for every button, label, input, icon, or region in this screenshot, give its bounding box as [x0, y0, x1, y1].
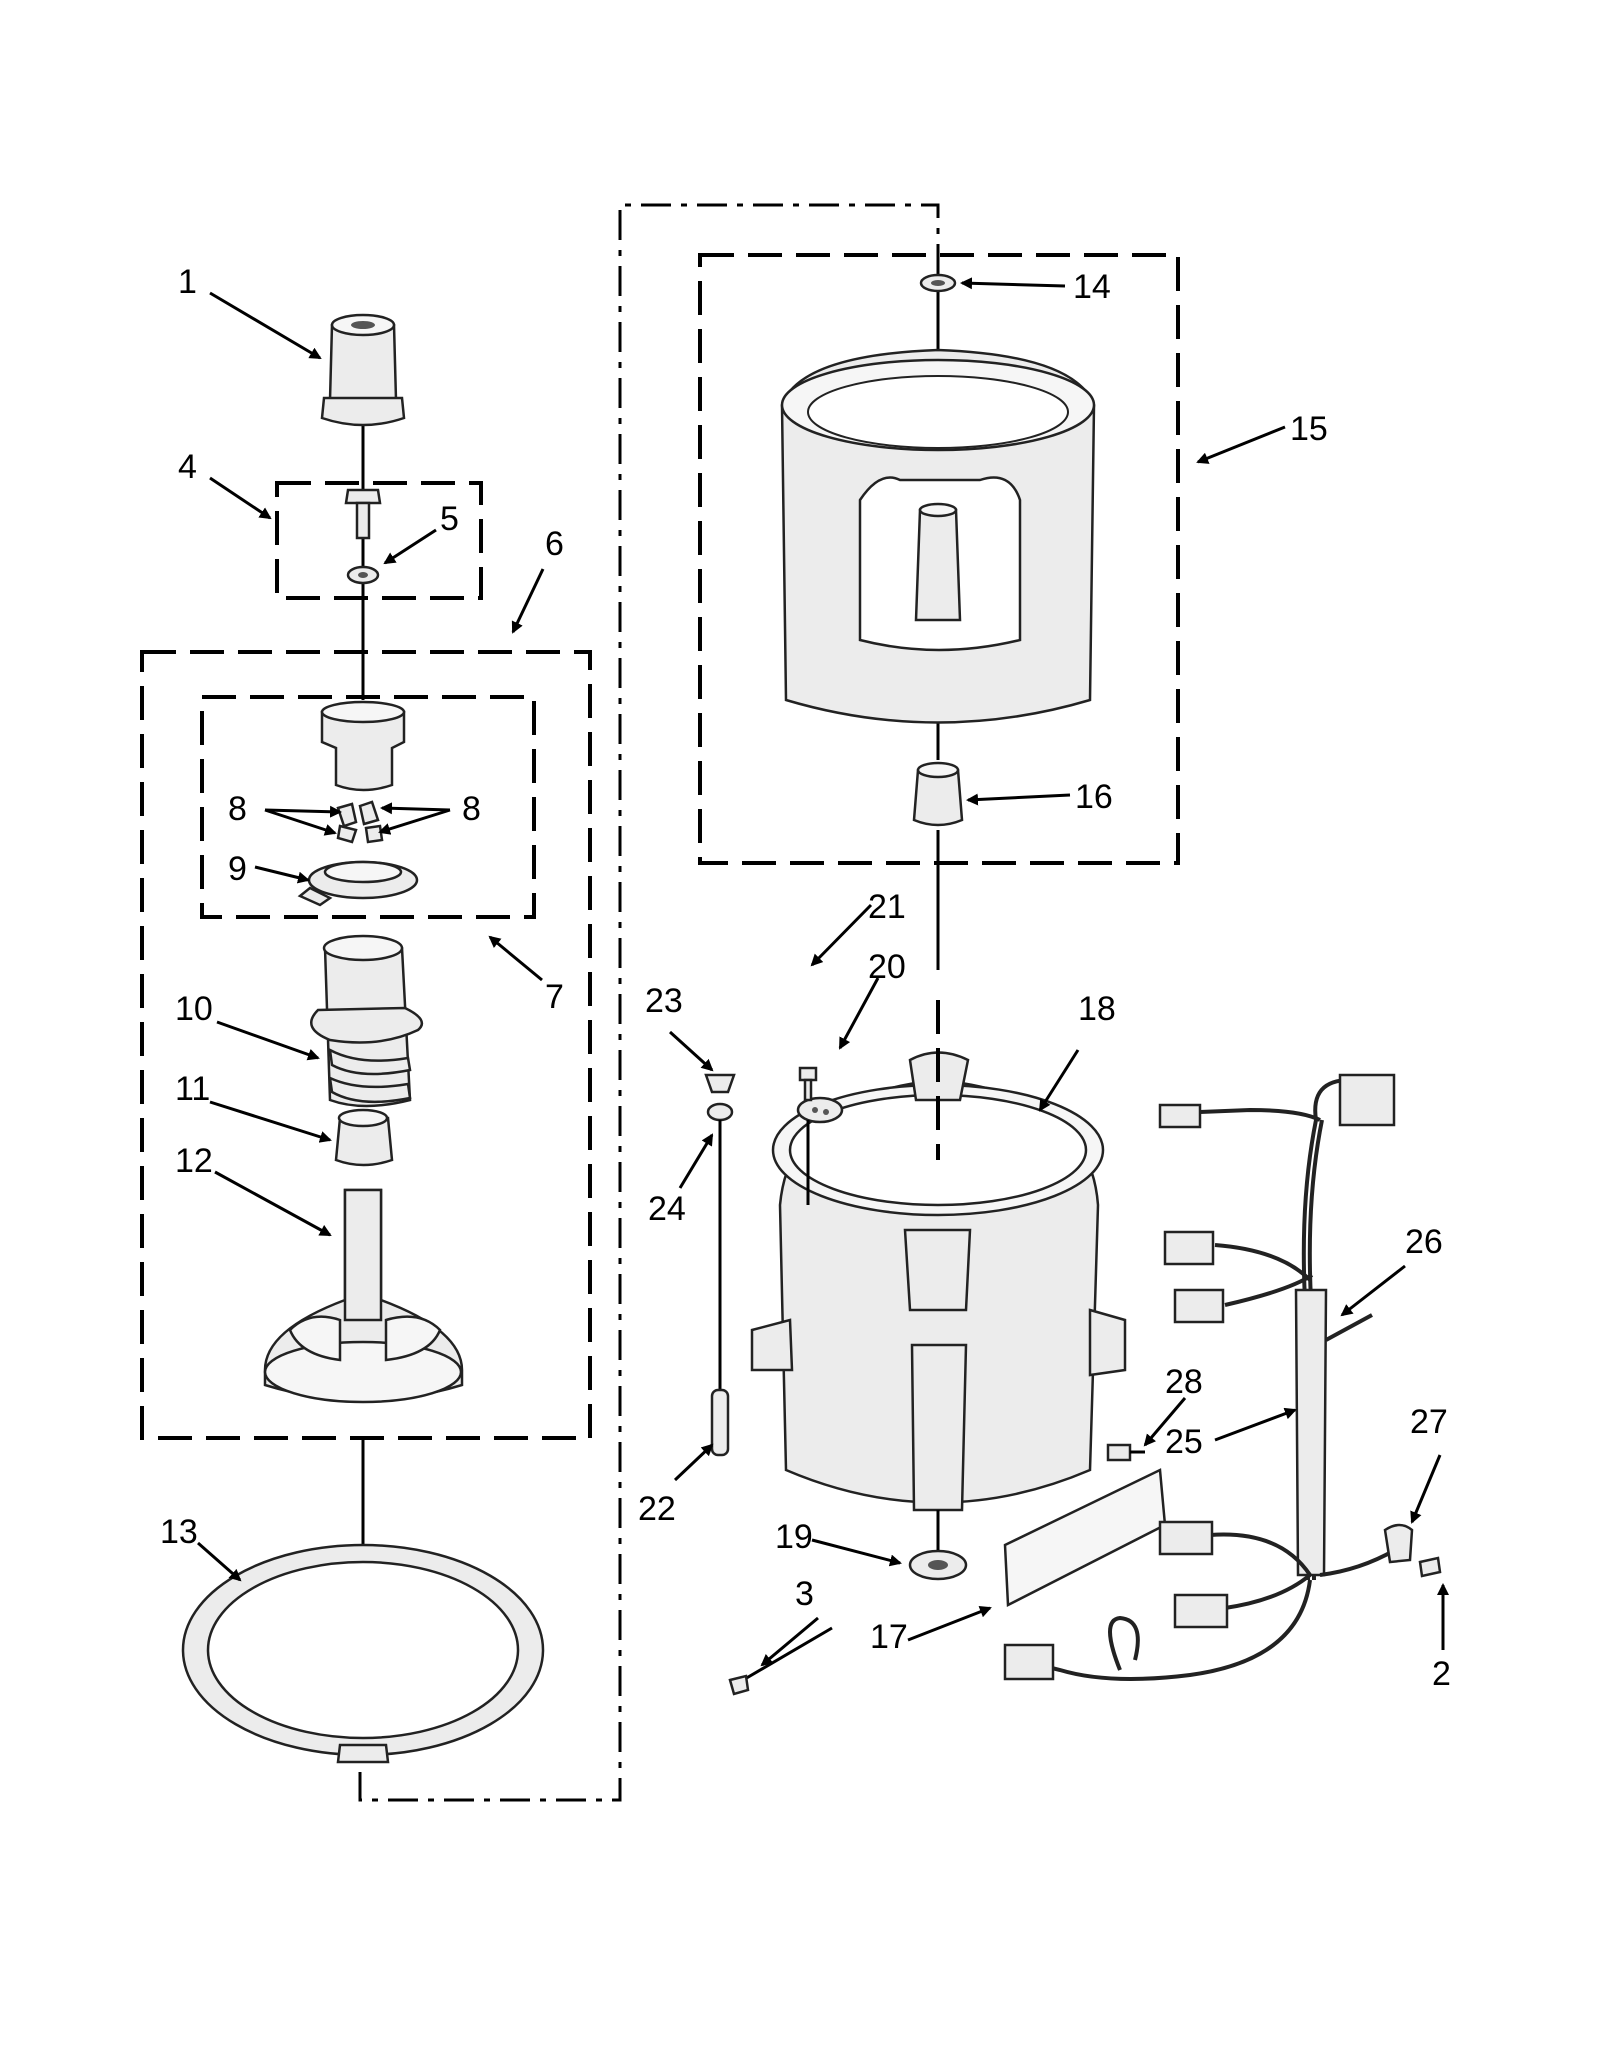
label-12: 12	[175, 1142, 213, 1180]
label-19: 19	[775, 1518, 813, 1556]
label-3: 3	[795, 1575, 814, 1613]
label-18: 18	[1078, 990, 1116, 1028]
label-1: 1	[178, 263, 197, 301]
fitting-part	[1106, 1443, 1145, 1462]
cam-part	[320, 700, 406, 792]
drain-clip-part	[728, 1626, 833, 1696]
tub-seal-part	[908, 1549, 968, 1581]
collar-part	[334, 1108, 394, 1167]
wash-basket-part	[780, 348, 1096, 724]
label-27: 27	[1410, 1403, 1448, 1441]
agitator-cap-part	[320, 313, 406, 427]
tub-ring-part	[181, 1543, 545, 1764]
agitator-base-part	[263, 1188, 464, 1404]
agitator-assembly-box	[140, 650, 592, 1440]
label-13: 13	[160, 1513, 198, 1551]
label-8-right: 8	[462, 790, 481, 828]
harness-clamp-part	[1383, 1523, 1414, 1564]
label-9: 9	[228, 850, 247, 888]
bolt-kit-box	[275, 481, 483, 600]
label-25: 25	[1165, 1423, 1203, 1461]
callout-arrows	[197, 277, 1449, 1667]
suspension-rod-part	[710, 1120, 730, 1457]
label-7: 7	[545, 978, 564, 1016]
label-2: 2	[1432, 1655, 1451, 1693]
basket-nut-part	[919, 273, 957, 293]
cam-kit-box	[200, 695, 536, 919]
wire-harness-part	[1003, 1073, 1396, 1681]
label-23: 23	[645, 982, 683, 1020]
label-21: 21	[868, 888, 906, 926]
bolt-part	[344, 488, 382, 540]
screw-part	[798, 1066, 818, 1102]
label-22: 22	[638, 1490, 676, 1528]
suspension-cap-part	[704, 1073, 736, 1094]
basket-hub-part	[912, 761, 964, 827]
label-26: 26	[1405, 1223, 1443, 1261]
auger-part	[310, 934, 424, 1108]
label-28: 28	[1165, 1363, 1203, 1401]
suspension-cup-part	[706, 1102, 734, 1122]
label-24: 24	[648, 1190, 686, 1228]
label-14: 14	[1073, 268, 1111, 306]
cam-ring-part	[297, 860, 419, 907]
label-8-left: 8	[228, 790, 247, 828]
label-16: 16	[1075, 778, 1113, 816]
washer-part	[346, 565, 380, 585]
label-4: 4	[178, 448, 197, 486]
label-17: 17	[870, 1618, 908, 1656]
label-20: 20	[868, 948, 906, 986]
connector-line	[358, 203, 940, 1802]
bracket-part	[796, 1096, 844, 1124]
clamp-screw-part	[1418, 1556, 1442, 1578]
label-11: 11	[175, 1070, 210, 1108]
label-15: 15	[1290, 410, 1328, 448]
agitator-dogs-part	[336, 800, 384, 844]
label-5: 5	[440, 500, 459, 538]
label-10: 10	[175, 990, 213, 1028]
label-6: 6	[545, 525, 564, 563]
